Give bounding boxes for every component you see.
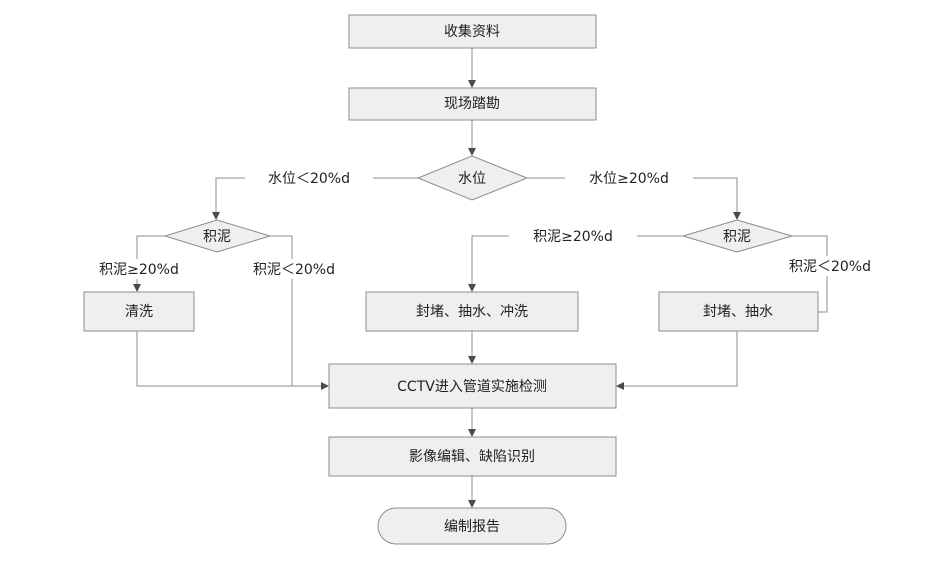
arrowhead (321, 382, 329, 390)
arrowheads (133, 80, 818, 508)
node-seal-pump-flush-label: 封堵、抽水、冲洗 (416, 304, 528, 320)
arrowhead (468, 429, 476, 437)
decision-sludge-right-label: 积泥 (723, 229, 751, 245)
node-clean-label: 清洗 (125, 304, 153, 320)
decision-water: 水位 (416, 155, 529, 201)
node-seal-pump: 封堵、抽水 (658, 291, 819, 332)
arrowhead (212, 212, 220, 220)
decision-sludge-left: 积泥 (163, 219, 272, 253)
edge-label-water-low: 水位＜20%d (268, 171, 350, 187)
node-clean: 清洗 (83, 291, 195, 332)
arrowhead (733, 212, 741, 220)
node-seal-pump-label: 封堵、抽水 (703, 304, 773, 320)
arrowhead (616, 382, 624, 390)
node-cctv: CCTV进入管道实施检测 (328, 363, 617, 409)
arrowhead (468, 284, 476, 292)
node-report-label: 编制报告 (444, 519, 500, 535)
decision-sludge-left-label: 积泥 (203, 229, 231, 245)
arrowhead (468, 356, 476, 364)
arrowhead (468, 500, 476, 508)
decision-water-label: 水位 (458, 171, 486, 187)
node-image-edit-label: 影像编辑、缺陷识别 (409, 449, 535, 465)
node-report: 编制报告 (377, 507, 567, 545)
edge-label-left-sludge-low: 积泥＜20%d (253, 262, 335, 278)
arrowhead (468, 148, 476, 156)
node-image-edit: 影像编辑、缺陷识别 (328, 436, 617, 477)
node-seal-pump-flush: 封堵、抽水、冲洗 (365, 291, 579, 332)
arrowhead (133, 284, 141, 292)
node-collect-label: 收集资料 (444, 23, 500, 40)
arrowhead (468, 80, 476, 88)
node-survey: 现场踏勘 (348, 87, 597, 121)
node-cctv-label: CCTV进入管道实施检测 (397, 379, 547, 395)
node-survey-label: 现场踏勘 (444, 96, 500, 112)
edge-label-water-high: 水位≥20%d (589, 171, 669, 187)
decision-sludge-right: 积泥 (681, 219, 794, 253)
edge-label-right-sludge-low: 积泥＜20%d (789, 259, 871, 275)
edge-label-right-sludge-high: 积泥≥20%d (533, 229, 613, 245)
node-collect: 收集资料 (348, 14, 597, 49)
edge-label-left-sludge-high: 积泥≥20%d (99, 262, 179, 278)
